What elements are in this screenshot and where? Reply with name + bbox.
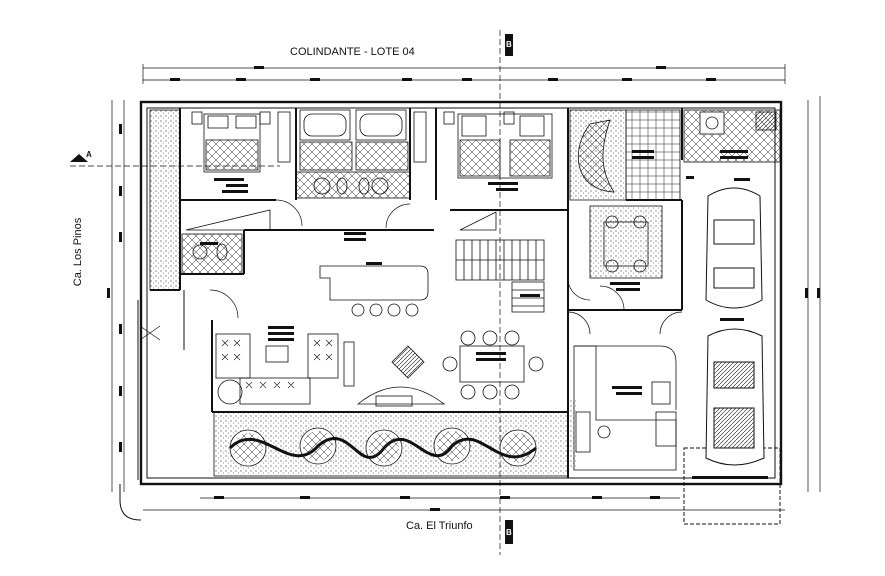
sofa-crosses: [221, 339, 333, 389]
top-boundary-label: COLINDANTE - LOTE 04: [290, 46, 415, 58]
bottom-street-label: Ca. El Triunfo: [406, 520, 473, 532]
staircase: [185, 209, 545, 313]
cars: [705, 187, 765, 466]
bedroom-left: [191, 111, 291, 173]
outer-walls: [139, 100, 783, 486]
bedroom-right: [413, 111, 553, 179]
dimension-ticks: [107, 66, 820, 511]
section-markers: [70, 34, 513, 544]
left-street-label: Ca. Los Pinos: [72, 217, 85, 287]
room-annotations: [200, 150, 768, 479]
bathrooms: [181, 109, 411, 275]
section-b-top: B: [506, 40, 512, 49]
dining-room: [391, 215, 649, 400]
dimension-lines: [111, 64, 821, 511]
kitchen: [573, 345, 677, 471]
section-a-left: A: [86, 150, 92, 159]
section-b-bottom: B: [506, 528, 512, 537]
door-swings: [139, 199, 683, 341]
service-area: [577, 109, 781, 201]
living-room: [215, 265, 446, 407]
